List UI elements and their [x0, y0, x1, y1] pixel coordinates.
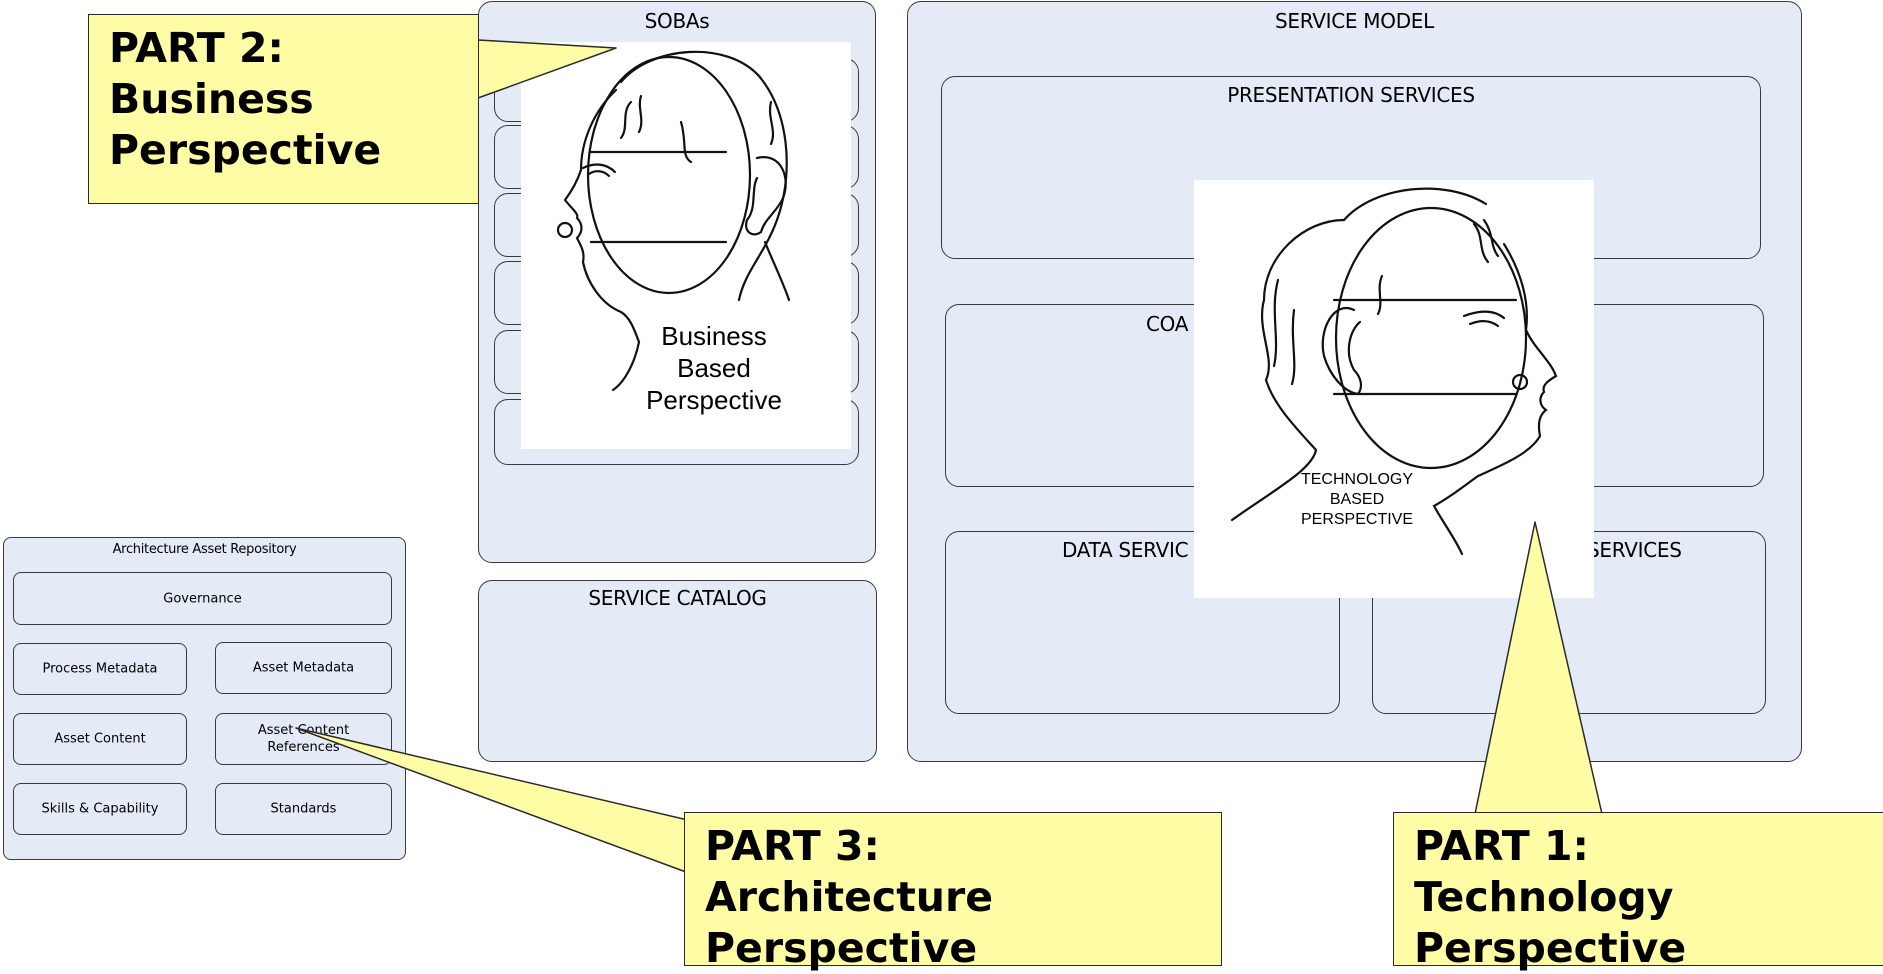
part3-callout: PART 3: Architecture Perspective [684, 812, 1222, 972]
asset-content-label: Asset Content [54, 731, 146, 747]
technology-perspective-caption: TECHNOLOGY BASED PERSPECTIVE [1300, 471, 1414, 528]
asset-metadata-label: Asset Metadata [252, 660, 355, 676]
architecture-asset-repository: Architecture Asset Repository Governance… [3, 537, 406, 860]
repository-title: Architecture Asset Repository [112, 542, 297, 557]
skills-capability-box: Skills & Capability [13, 783, 187, 835]
process-metadata-box: Process Metadata [13, 643, 187, 695]
part2-callout: PART 2: Business Perspective [88, 14, 479, 204]
technology-perspective-image: TECHNOLOGY BASED PERSPECTIVE [1194, 180, 1594, 598]
service-catalog-title: SERVICE CATALOG [588, 586, 767, 610]
part1-callout-pointer [1474, 521, 1603, 815]
service-catalog-panel: SERVICE CATALOG [478, 580, 877, 762]
data-services-title: DATA SERVIC [1062, 538, 1189, 562]
technology-head-sketch [1230, 187, 1558, 556]
presentation-services-title: PRESENTATION SERVICES [1227, 83, 1475, 107]
standards-box: Standards [215, 783, 392, 835]
service-model-title: SERVICE MODEL [1275, 9, 1434, 33]
governance-box: Governance [13, 572, 392, 625]
business-perspective-caption: Business Based Perspective [646, 321, 782, 415]
part1-callout: PART 1: Technology Perspective [1393, 812, 1883, 972]
skills-capability-label: Skills & Capability [41, 801, 159, 817]
composite-services-title: COA [1146, 312, 1189, 336]
asset-metadata-box: Asset Metadata [215, 642, 392, 694]
sobas-title: SOBAs [644, 9, 710, 33]
business-perspective-image: Business Based Perspective [521, 42, 851, 449]
business-head-sketch [556, 50, 791, 392]
part3-callout-pointer [295, 727, 693, 873]
part2-callout-pointer [477, 39, 617, 99]
asset-content-references-label: Asset Content References [257, 723, 350, 755]
governance-label: Governance [163, 591, 242, 606]
process-metadata-label: Process Metadata [42, 661, 158, 677]
right-services-title: SERVICES [1587, 538, 1682, 562]
asset-content-box: Asset Content [13, 713, 187, 765]
asset-content-references-box: Asset Content References [215, 713, 392, 765]
standards-label: Standards [270, 801, 337, 817]
